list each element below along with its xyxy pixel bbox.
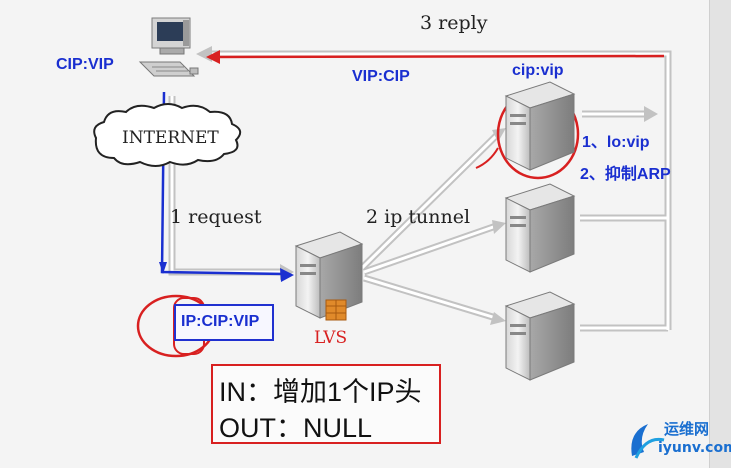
server-addr-label: cip:vip [512, 62, 564, 79]
watermark-text: 运维网 [664, 420, 710, 438]
real-server-2-icon [504, 183, 576, 273]
reply-addr-label: VIP:CIP [352, 68, 410, 85]
watermark-url: iyunv.com [658, 440, 731, 456]
reply-label: 3 reply [420, 12, 488, 34]
window-edge-strip [709, 0, 731, 468]
real-server-3-icon [504, 291, 576, 381]
watermark: 运维网 iyunv.com [626, 416, 731, 462]
gray-arrowheads [196, 46, 658, 325]
tunnel-label: 2 ip tunnel [366, 206, 471, 228]
step2-label: 2、抑制ARP [580, 166, 671, 183]
red-reply-line [213, 54, 665, 59]
client-addr-label: CIP:VIP [56, 56, 114, 73]
real-server-1-icon [504, 81, 576, 171]
request-label: 1 request [170, 206, 262, 228]
watermark-logo-icon [631, 424, 665, 459]
packet-header-box: IP:CIP:VIP [174, 304, 274, 341]
packet-header-label: IP:CIP:VIP [181, 313, 260, 330]
note-in-text: IN：增加1个IP头 [219, 377, 422, 407]
note-out-text: OUT：NULL [219, 413, 373, 443]
lvs-label: LVS [314, 328, 348, 348]
internet-cloud-icon [93, 103, 242, 167]
gray-arrows [168, 50, 672, 332]
client-computer-icon [138, 17, 199, 77]
lvs-server-icon [294, 231, 364, 321]
internet-label: INTERNET [122, 128, 219, 148]
step1-label: 1、lo:vip [582, 134, 650, 151]
note-box: IN：增加1个IP头 OUT：NULL [211, 364, 441, 444]
